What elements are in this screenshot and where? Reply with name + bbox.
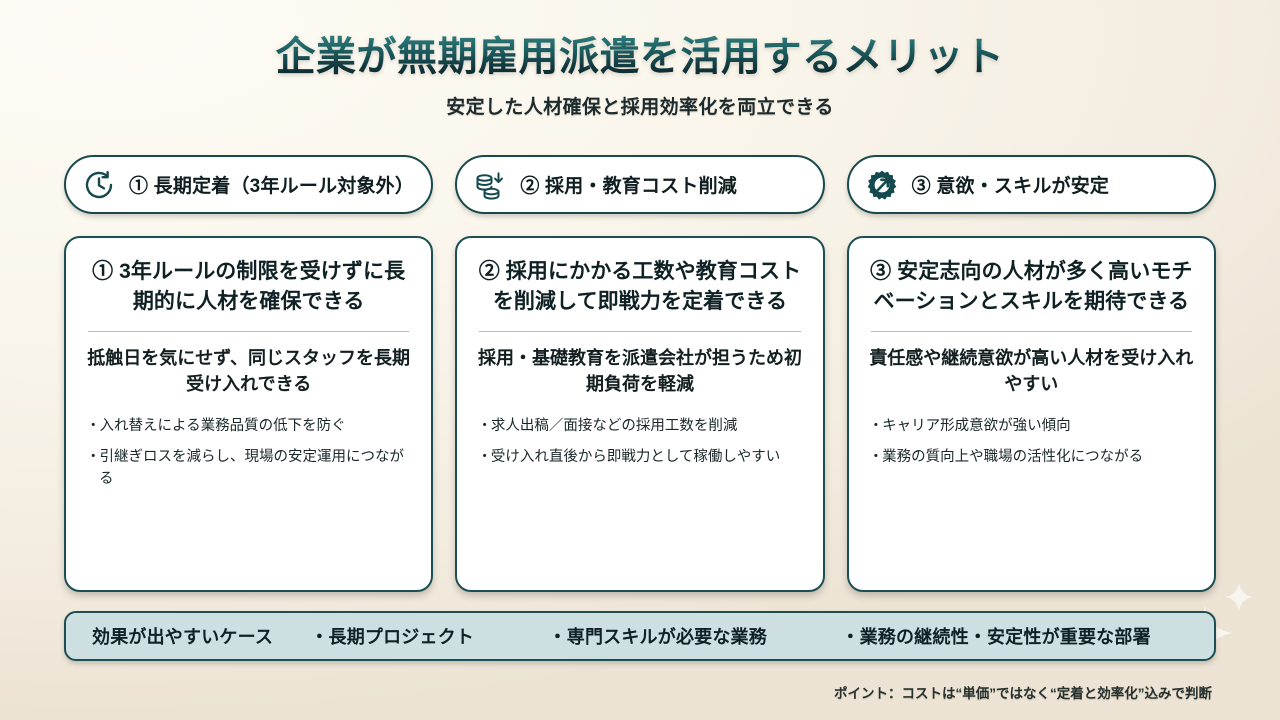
- card-body-text: 責任感や継続意欲が高い人材を受け入れやすい: [869, 347, 1194, 394]
- list-item: ・引継ぎロスを減らし、現場の安定運用につながる: [86, 448, 404, 487]
- card-heading: ③ 安定志向の人材が多く高いモチベーションとスキルを期待できる: [870, 260, 1193, 313]
- chip-row: ① 長期定着（3年ルール対象外） ② 採用・教育コスト削減: [64, 155, 1216, 214]
- banner-item: ・専門スキルが必要な業務: [548, 627, 767, 647]
- card-bullet-list: ・求人出稿／面接などの採用工数を削減 ・受け入れ直後から即戦力として稼働しやすい: [477, 415, 802, 477]
- page-title: 企業が無期雇用派遣を活用するメリット: [0, 34, 1280, 80]
- bullet-text: 入れ替えによる業務品質の低下を防ぐ: [99, 417, 346, 434]
- card-divider: [870, 330, 1192, 332]
- list-item: ・キャリア形成意欲が強い傾向: [868, 417, 1071, 434]
- card-heading: ② 採用にかかる工数や教育コストを削減して即戦力を定着できる: [478, 260, 802, 313]
- footnote: ポイント：コストは“単価”ではなく“定着と効率化”込みで判断: [834, 686, 1212, 701]
- card-divider: [88, 330, 410, 332]
- chip-motivation-skill[interactable]: ③ 意欲・スキルが安定: [846, 155, 1216, 214]
- chip-label: ③ 意欲・スキルが安定: [911, 176, 1110, 197]
- card-bullet-list: ・入れ替えによる業務品質の低下を防ぐ ・引継ぎロスを減らし、現場の安定運用につな…: [86, 415, 411, 499]
- chip-cost-reduction[interactable]: ② 採用・教育コスト削減: [455, 155, 825, 214]
- banner-item: ・業務の継続性・安定性が重要な部署: [841, 627, 1151, 647]
- sparkle-icon-small: [1224, 582, 1254, 612]
- list-item: ・入れ替えによる業務品質の低下を防ぐ: [86, 417, 346, 434]
- page-subtitle: 安定した人材確保と採用効率化を両立できる: [446, 97, 834, 118]
- card-motivation-skill: ③ 安定志向の人材が多く高いモチベーションとスキルを期待できる 責任感や継続意欲…: [846, 236, 1216, 592]
- banner-item-group: ・長期プロジェクト ・専門スキルが必要な業務 ・業務の継続性・安定性が重要な部署: [273, 623, 1188, 649]
- card-divider: [479, 330, 801, 332]
- bullet-text: キャリア形成意欲が強い傾向: [882, 417, 1071, 434]
- coins-down-arrow-icon: [473, 168, 507, 202]
- card-body-text: 抵触日を気にせず、同じスタッフを長期受け入れできる: [87, 347, 411, 394]
- card-long-term-retention: ① 3年ルールの制限を受けずに長期的に人材を確保できる 抵触日を気にせず、同じス…: [64, 236, 434, 592]
- list-item: ・求人出稿／面接などの採用工数を削減: [477, 417, 738, 434]
- banner-item: ・長期プロジェクト: [310, 627, 475, 647]
- effective-cases-banner: 効果が出やすいケース ・長期プロジェクト ・専門スキルが必要な業務 ・業務の継続…: [64, 611, 1216, 661]
- chip-long-term-retention[interactable]: ① 長期定着（3年ルール対象外）: [64, 155, 434, 214]
- title-block: 企業が無期雇用派遣を活用するメリット 安定した人材確保と採用効率化を両立できる: [0, 34, 1280, 119]
- list-item: ・業務の質向上や職場の活性化につながる: [868, 448, 1144, 465]
- gear-up-arrow-icon: [865, 168, 899, 202]
- card-heading: ① 3年ルールの制限を受けずに長期的に人材を確保できる: [92, 260, 406, 313]
- banner-label: 効果が出やすいケース: [92, 627, 274, 647]
- bullet-text: 受け入れ直後から即戦力として稼働しやすい: [490, 448, 781, 465]
- bullet-text: 引継ぎロスを減らし、現場の安定運用につながる: [99, 448, 404, 487]
- bullet-text: 求人出稿／面接などの採用工数を削減: [490, 417, 738, 434]
- chip-label: ② 採用・教育コスト削減: [520, 176, 738, 197]
- list-item: ・受け入れ直後から即戦力として稼働しやすい: [477, 448, 781, 465]
- card-row: ① 3年ルールの制限を受けずに長期的に人材を確保できる 抵触日を気にせず、同じス…: [64, 236, 1216, 592]
- bullet-text: 業務の質向上や職場の活性化につながる: [882, 448, 1144, 465]
- chip-label: ① 長期定着（3年ルール対象外）: [129, 176, 415, 197]
- card-bullet-list: ・キャリア形成意欲が強い傾向 ・業務の質向上や職場の活性化につながる: [869, 415, 1194, 477]
- card-cost-reduction: ② 採用にかかる工数や教育コストを削減して即戦力を定着できる 採用・基礎教育を派…: [455, 236, 825, 592]
- clock-rewind-icon: [82, 168, 116, 202]
- card-body-text: 採用・基礎教育を派遣会社が担うため初期負荷を軽減: [477, 347, 802, 394]
